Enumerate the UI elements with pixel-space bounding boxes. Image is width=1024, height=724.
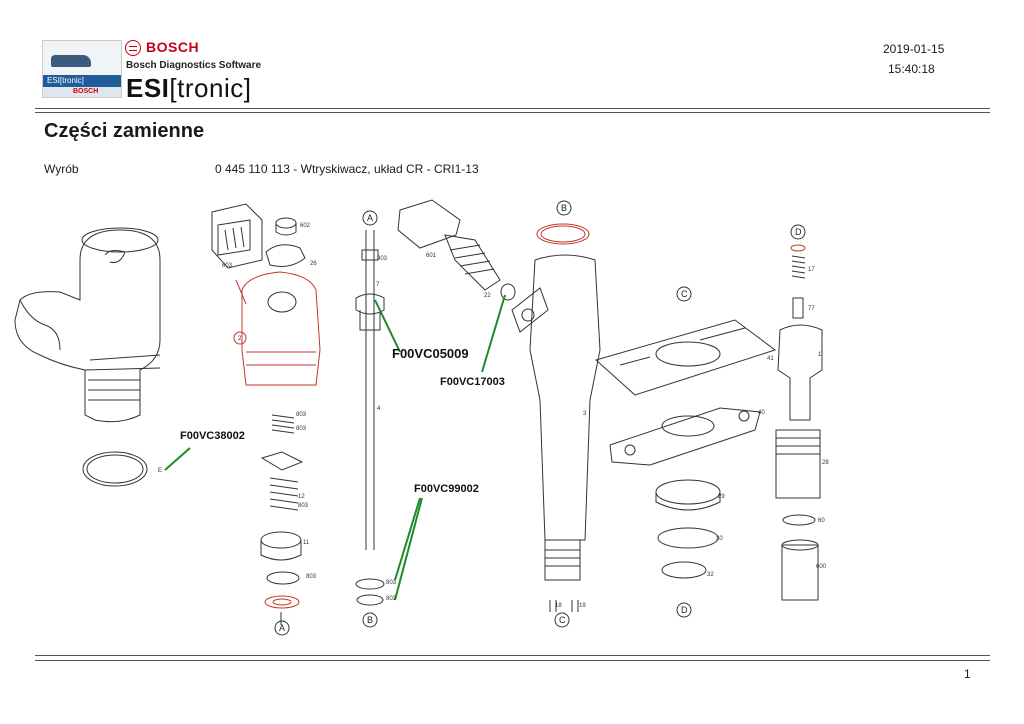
print-time: 15:40:18: [888, 62, 935, 76]
marker-b-bottom: B: [367, 615, 373, 625]
svg-text:E: E: [158, 468, 162, 474]
svg-text:803: 803: [298, 503, 309, 509]
code-f00vc99002: F00VC99002: [414, 483, 479, 495]
bosch-armature-icon: [125, 40, 141, 56]
print-date: 2019-01-15: [883, 42, 945, 56]
svg-text:601: 601: [426, 253, 437, 259]
svg-text:26: 26: [310, 261, 317, 267]
nozzle-assembly-d: [775, 244, 823, 601]
header-divider: [35, 108, 990, 109]
o-ring-e: [82, 451, 148, 487]
svg-text:28: 28: [822, 460, 829, 466]
solenoid-highlight: [233, 271, 321, 386]
bosch-brand: BOSCH: [146, 39, 200, 55]
svg-text:30: 30: [716, 536, 723, 542]
svg-text:803: 803: [377, 256, 388, 262]
product-value: 0 445 110 113 - Wtryskiwacz, układ CR - …: [215, 162, 479, 176]
footer-divider: [35, 655, 990, 656]
injector-head-drawing: [14, 227, 161, 423]
exploded-parts-diagram: F00VC05009 F00VC17003 F00VC38002 F00VC99…: [14, 199, 829, 636]
spring-12: [269, 414, 299, 511]
part-labels: 602 603 26 2 803 803 12 803 11 803 803 7…: [158, 223, 829, 609]
svg-text:32: 32: [707, 572, 714, 578]
marker-a-bottom: A: [279, 623, 285, 633]
svg-text:803: 803: [296, 426, 307, 432]
svg-text:803: 803: [296, 412, 307, 418]
svg-text:4: 4: [377, 406, 381, 412]
leader-lines: [164, 294, 506, 601]
svg-text:2: 2: [238, 336, 242, 342]
footer-divider-2: [35, 660, 990, 661]
shim-plate-41: [594, 319, 777, 396]
marker-d-bottom: D: [681, 605, 688, 615]
marker-d-top: D: [795, 227, 802, 237]
svg-text:803: 803: [306, 574, 317, 580]
gasket-plate-40: [609, 407, 761, 466]
svg-text:12: 12: [298, 494, 305, 500]
esi-logo-image: ESI[tronic]BOSCH: [42, 40, 122, 98]
marker-b-top: B: [561, 203, 567, 213]
page-number: 1: [964, 667, 971, 681]
header-divider-2: [35, 112, 990, 113]
product-label: Wyrób: [44, 162, 79, 176]
svg-text:19: 19: [579, 603, 586, 609]
page-title: Części zamienne: [44, 120, 205, 142]
svg-text:803: 803: [386, 596, 397, 602]
svg-text:17: 17: [808, 267, 815, 273]
svg-text:603: 603: [222, 263, 233, 269]
software-name: Bosch Diagnostics Software: [126, 60, 262, 71]
svg-text:41: 41: [767, 356, 774, 362]
code-f00vc05009: F00VC05009: [392, 346, 469, 361]
svg-text:1: 1: [818, 352, 822, 358]
svg-text:22: 22: [484, 293, 491, 299]
app-title: ESI[tronic]: [126, 73, 252, 103]
injector-body-c: [511, 223, 601, 612]
marker-c-top: C: [681, 289, 688, 299]
code-f00vc17003: F00VC17003: [440, 376, 505, 388]
svg-text:29: 29: [718, 494, 725, 500]
svg-text:77: 77: [808, 306, 815, 312]
svg-text:60: 60: [818, 518, 825, 524]
svg-text:7: 7: [376, 282, 380, 288]
code-f00vc38002: F00VC38002: [180, 430, 245, 442]
svg-text:18: 18: [555, 603, 562, 609]
svg-text:3: 3: [583, 411, 587, 417]
svg-text:40: 40: [758, 410, 765, 416]
connector-drawing: [211, 203, 263, 269]
svg-text:803: 803: [386, 580, 397, 586]
marker-c-bottom: C: [559, 615, 566, 625]
marker-a-top: A: [367, 213, 373, 223]
svg-text:11: 11: [303, 540, 310, 546]
valve-rod: [355, 230, 385, 606]
svg-text:600: 600: [816, 564, 827, 570]
document-header: ESI[tronic]BOSCH BOSCH Bosch Diagnostics…: [0, 0, 1024, 110]
svg-text:602: 602: [300, 223, 311, 229]
